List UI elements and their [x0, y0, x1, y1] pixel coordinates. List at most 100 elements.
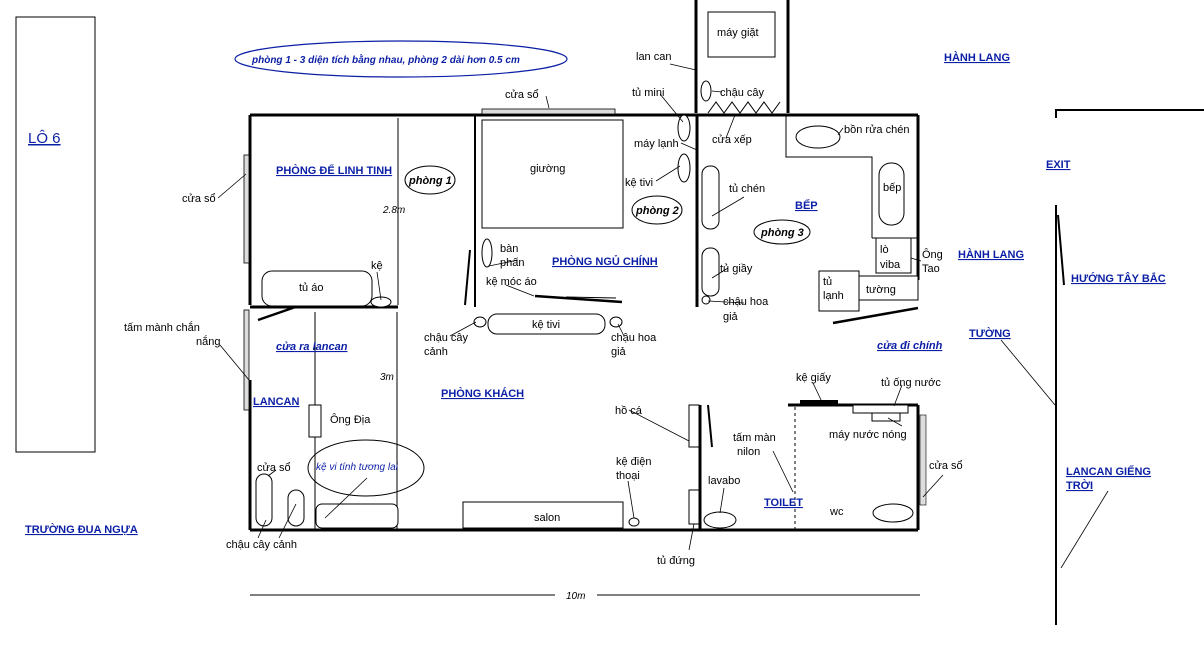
room-lancan-label: LANCAN [253, 396, 299, 408]
standing-cabinet [688, 489, 700, 525]
tuong-kitchen-label: tường [866, 284, 896, 296]
ong-tao-label-2: Tao [922, 263, 940, 275]
room3-oval [753, 219, 811, 245]
tam-man-nilon-label-2: nilon [737, 446, 760, 458]
chau-hoa-gia-living-label-1: chậu hoa [611, 332, 657, 344]
lo-viba-label-2: viba [880, 259, 901, 271]
may-nuoc-nong-label: máy nước nóng [829, 429, 907, 441]
dim-28-label: 2.8m [382, 205, 405, 216]
ke-dien-thoai-label-2: thoại [616, 470, 640, 482]
microwave [875, 237, 912, 274]
ke-moc-ao-label: kệ móc áo [486, 276, 537, 288]
lot-6-label: LÔ 6 [28, 130, 61, 147]
ke-label: kệ [371, 260, 383, 272]
ban-phan-label-2: phấn [500, 257, 524, 269]
bed [481, 119, 624, 229]
fake-flower-pot-living [609, 316, 623, 328]
ke-vi-tinh-label: kệ vi tính tương lai [316, 462, 399, 473]
folding-door [707, 101, 781, 114]
ke-giay-label: kệ giấy [796, 372, 831, 384]
bon-rua-chen-label: bồn rửa chén [844, 124, 909, 136]
hanger-shelf [534, 294, 623, 304]
room2-oval [631, 195, 683, 225]
ho-ca-label: hồ cá [615, 405, 643, 417]
lan-can-label: lan can [636, 51, 671, 63]
wardrobe [261, 270, 373, 307]
room1-label: phòng 1 [408, 175, 452, 187]
room-master-bedroom-label: PHÒNG NGỦ CHÍNH [552, 255, 658, 268]
lancan-gieng-label-1: LANCAN GIẾNG [1066, 465, 1151, 478]
sink [795, 125, 841, 149]
dish-cabinet [701, 165, 720, 230]
giuong-label: giường [530, 163, 565, 175]
tu-dung-label: tủ đứng [657, 555, 695, 567]
chau-cay-label: chậu cây [720, 87, 765, 99]
dim-3-label: 3m [380, 372, 394, 383]
aquarium [688, 404, 700, 448]
water-heater [871, 412, 901, 422]
main-door-label: cửa đi chính [877, 340, 943, 352]
plant-pot-top [700, 80, 712, 102]
chau-hoa-gia-kitchen-label-1: chậu hoa [723, 296, 769, 308]
cua-so-toilet-label: cửa sổ [929, 460, 963, 472]
ong-tao-label-1: Ông [922, 248, 943, 261]
cua-so-left-label: cửa sổ [182, 193, 216, 205]
plant-pot-lancan-2 [287, 489, 305, 527]
tu-lanh-label-1: tủ [823, 276, 832, 288]
window-left [243, 154, 250, 264]
note-ellipse [234, 40, 568, 78]
hanger-shelf-inner [565, 296, 617, 299]
dim-10-label: 10m [566, 591, 585, 602]
tam-man-nilon-label-1: tấm màn [733, 432, 776, 444]
lancan-gieng-label-2: TRỜI [1066, 479, 1093, 492]
tu-mini-label: tủ mini [632, 87, 664, 99]
room2-door-leaf [464, 249, 471, 306]
ke-tivi-living-label: kệ tivi [532, 319, 560, 331]
lavabo [703, 511, 737, 529]
bep-stove-label: bếp [883, 182, 901, 194]
chau-hoa-gia-living-label-2: giả [611, 346, 627, 358]
truong-dua-ngua-label: TRƯỜNG ĐUA NGỰA [25, 523, 138, 536]
sofa [462, 501, 624, 529]
chau-cay-canh-label-1: chậu cây [424, 332, 469, 344]
tu-lanh-label-2: lạnh [823, 290, 844, 302]
small-shelf [370, 296, 392, 308]
room-toilet-label: TOILET [764, 497, 803, 509]
fake-flower-pot-kitchen [701, 295, 711, 305]
water-heater-shelf [852, 404, 909, 414]
ong-dia-label: Ông Địa [330, 413, 371, 426]
vanity-table [481, 238, 493, 268]
tv-shelf-living [487, 313, 606, 335]
cua-so-top-label: cửa sổ [505, 89, 539, 101]
plant-pot-living [473, 316, 487, 328]
northwest-wall-door [1057, 214, 1065, 286]
chau-cay-canh-label-2: cảnh [424, 346, 448, 358]
tam-mang-label-1: tấm mành chắn [124, 321, 200, 334]
room-storage-label: PHÒNG ĐỂ LINH TINH [276, 164, 392, 177]
mini-fridge [677, 114, 691, 142]
leader-lines [217, 63, 1109, 569]
kitchen-wall-block [857, 275, 919, 301]
lavabo-label: lavabo [708, 475, 740, 487]
tv-shelf-bed [677, 153, 691, 183]
ke-tivi-bed-label: kệ tivi [625, 177, 653, 189]
cua-xep-label: cửa xếp [712, 134, 752, 146]
room-kitchen-label: BẾP [795, 199, 818, 212]
room-living-label: PHÒNG KHÁCH [441, 387, 524, 400]
fridge [818, 270, 860, 312]
window-toilet [919, 414, 927, 506]
chau-hoa-gia-kitchen-label-2: giả [723, 311, 739, 323]
stove [878, 162, 905, 226]
lo-viba-label-1: lò [880, 244, 889, 256]
salon-label: salon [534, 512, 560, 524]
washing-machine [707, 11, 776, 58]
may-giat-label: máy giặt [717, 27, 759, 39]
northwest-direction-label: HƯỚNG TÂY BẮC [1071, 272, 1166, 285]
ke-dien-thoai-label-1: kệ điện [616, 456, 651, 468]
computer-desk [315, 503, 399, 529]
room1-oval [404, 165, 456, 195]
kitchen-counter [785, 115, 873, 238]
tu-ao-label: tủ áo [299, 282, 323, 294]
tu-giay-label: tủ giầy [720, 263, 753, 275]
exit-label: EXIT [1046, 159, 1071, 171]
